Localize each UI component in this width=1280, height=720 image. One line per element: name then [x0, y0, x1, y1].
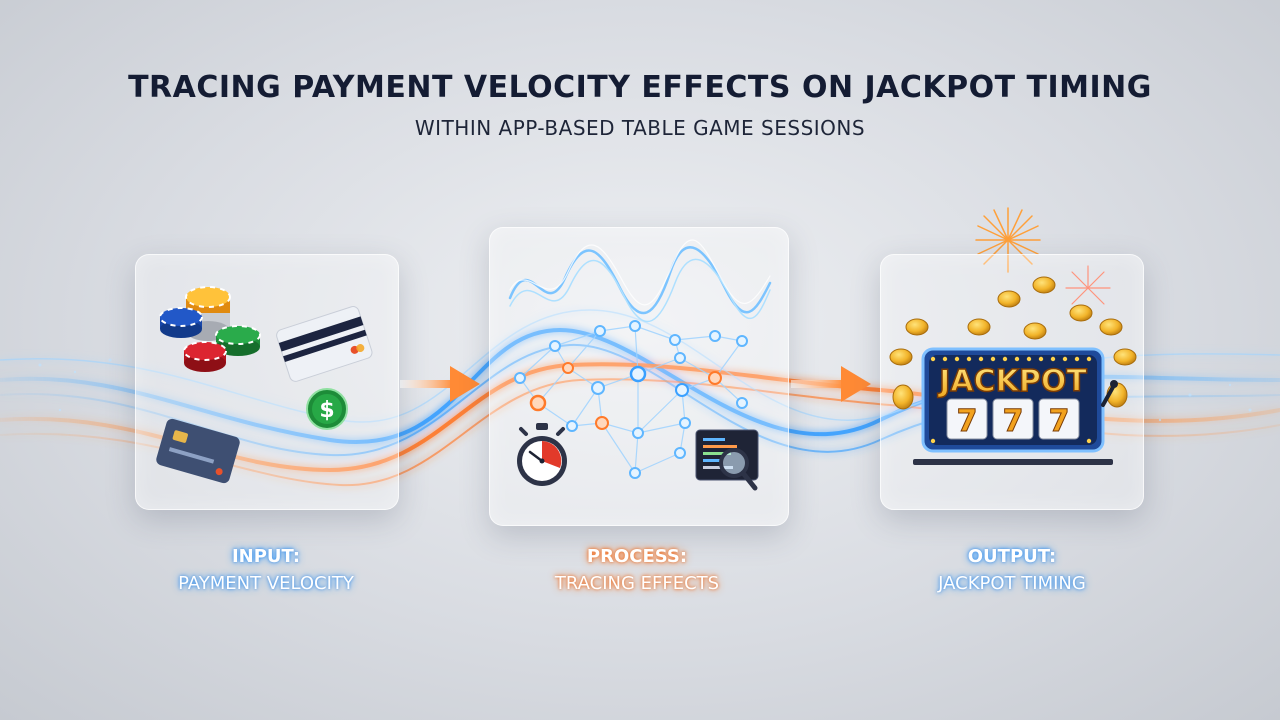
- stage-heading: INPUT:: [231, 546, 301, 567]
- stage-heading: OUTPUT:: [967, 546, 1057, 567]
- firework-icon: [975, 207, 1111, 305]
- stage-caption-process: PROCESS: TRACING EFFECTS: [487, 546, 787, 594]
- poker-chip-icon: [215, 325, 261, 356]
- stage-label: JACKPOT TIMING: [938, 573, 1086, 594]
- stage-caption-input: INPUT: PAYMENT VELOCITY: [116, 546, 416, 594]
- stage-label: TRACING EFFECTS: [554, 573, 720, 594]
- reel-symbol: 7: [1049, 404, 1070, 439]
- poker-chip-icon: [183, 341, 227, 372]
- arrow-right-icon: [791, 366, 871, 402]
- network-nodes: [514, 320, 748, 479]
- sparkle-dots: [38, 358, 1252, 422]
- waveform: [508, 239, 772, 323]
- page-subtitle: WITHIN APP-BASED TABLE GAME SESSIONS: [414, 116, 866, 140]
- stopwatch-icon: [517, 423, 567, 486]
- output-panel: JACKPOT 7 7 7: [880, 254, 1144, 510]
- page-title: TRACING PAYMENT VELOCITY EFFECTS ON JACK…: [128, 70, 1152, 105]
- svg-text:$: $: [319, 398, 334, 423]
- credit-card-icon: [156, 418, 240, 484]
- dollar-coin-icon: $: [306, 388, 348, 430]
- input-panel: $: [135, 254, 399, 510]
- reel-symbol: 7: [1003, 404, 1024, 439]
- credit-card-icon: [276, 306, 373, 382]
- reel-symbol: 7: [957, 404, 978, 439]
- magnifier-icon: [719, 448, 758, 491]
- process-panel: [489, 227, 789, 526]
- poker-chip-icon: [159, 307, 203, 338]
- stage-label: PAYMENT VELOCITY: [178, 573, 354, 594]
- slot-machine-icon: JACKPOT 7 7 7: [913, 347, 1118, 465]
- stage-heading: PROCESS:: [586, 546, 688, 567]
- arrow-right-icon: [400, 366, 480, 402]
- jackpot-sign: JACKPOT: [937, 364, 1087, 399]
- stage-caption-output: OUTPUT: JACKPOT TIMING: [862, 546, 1162, 594]
